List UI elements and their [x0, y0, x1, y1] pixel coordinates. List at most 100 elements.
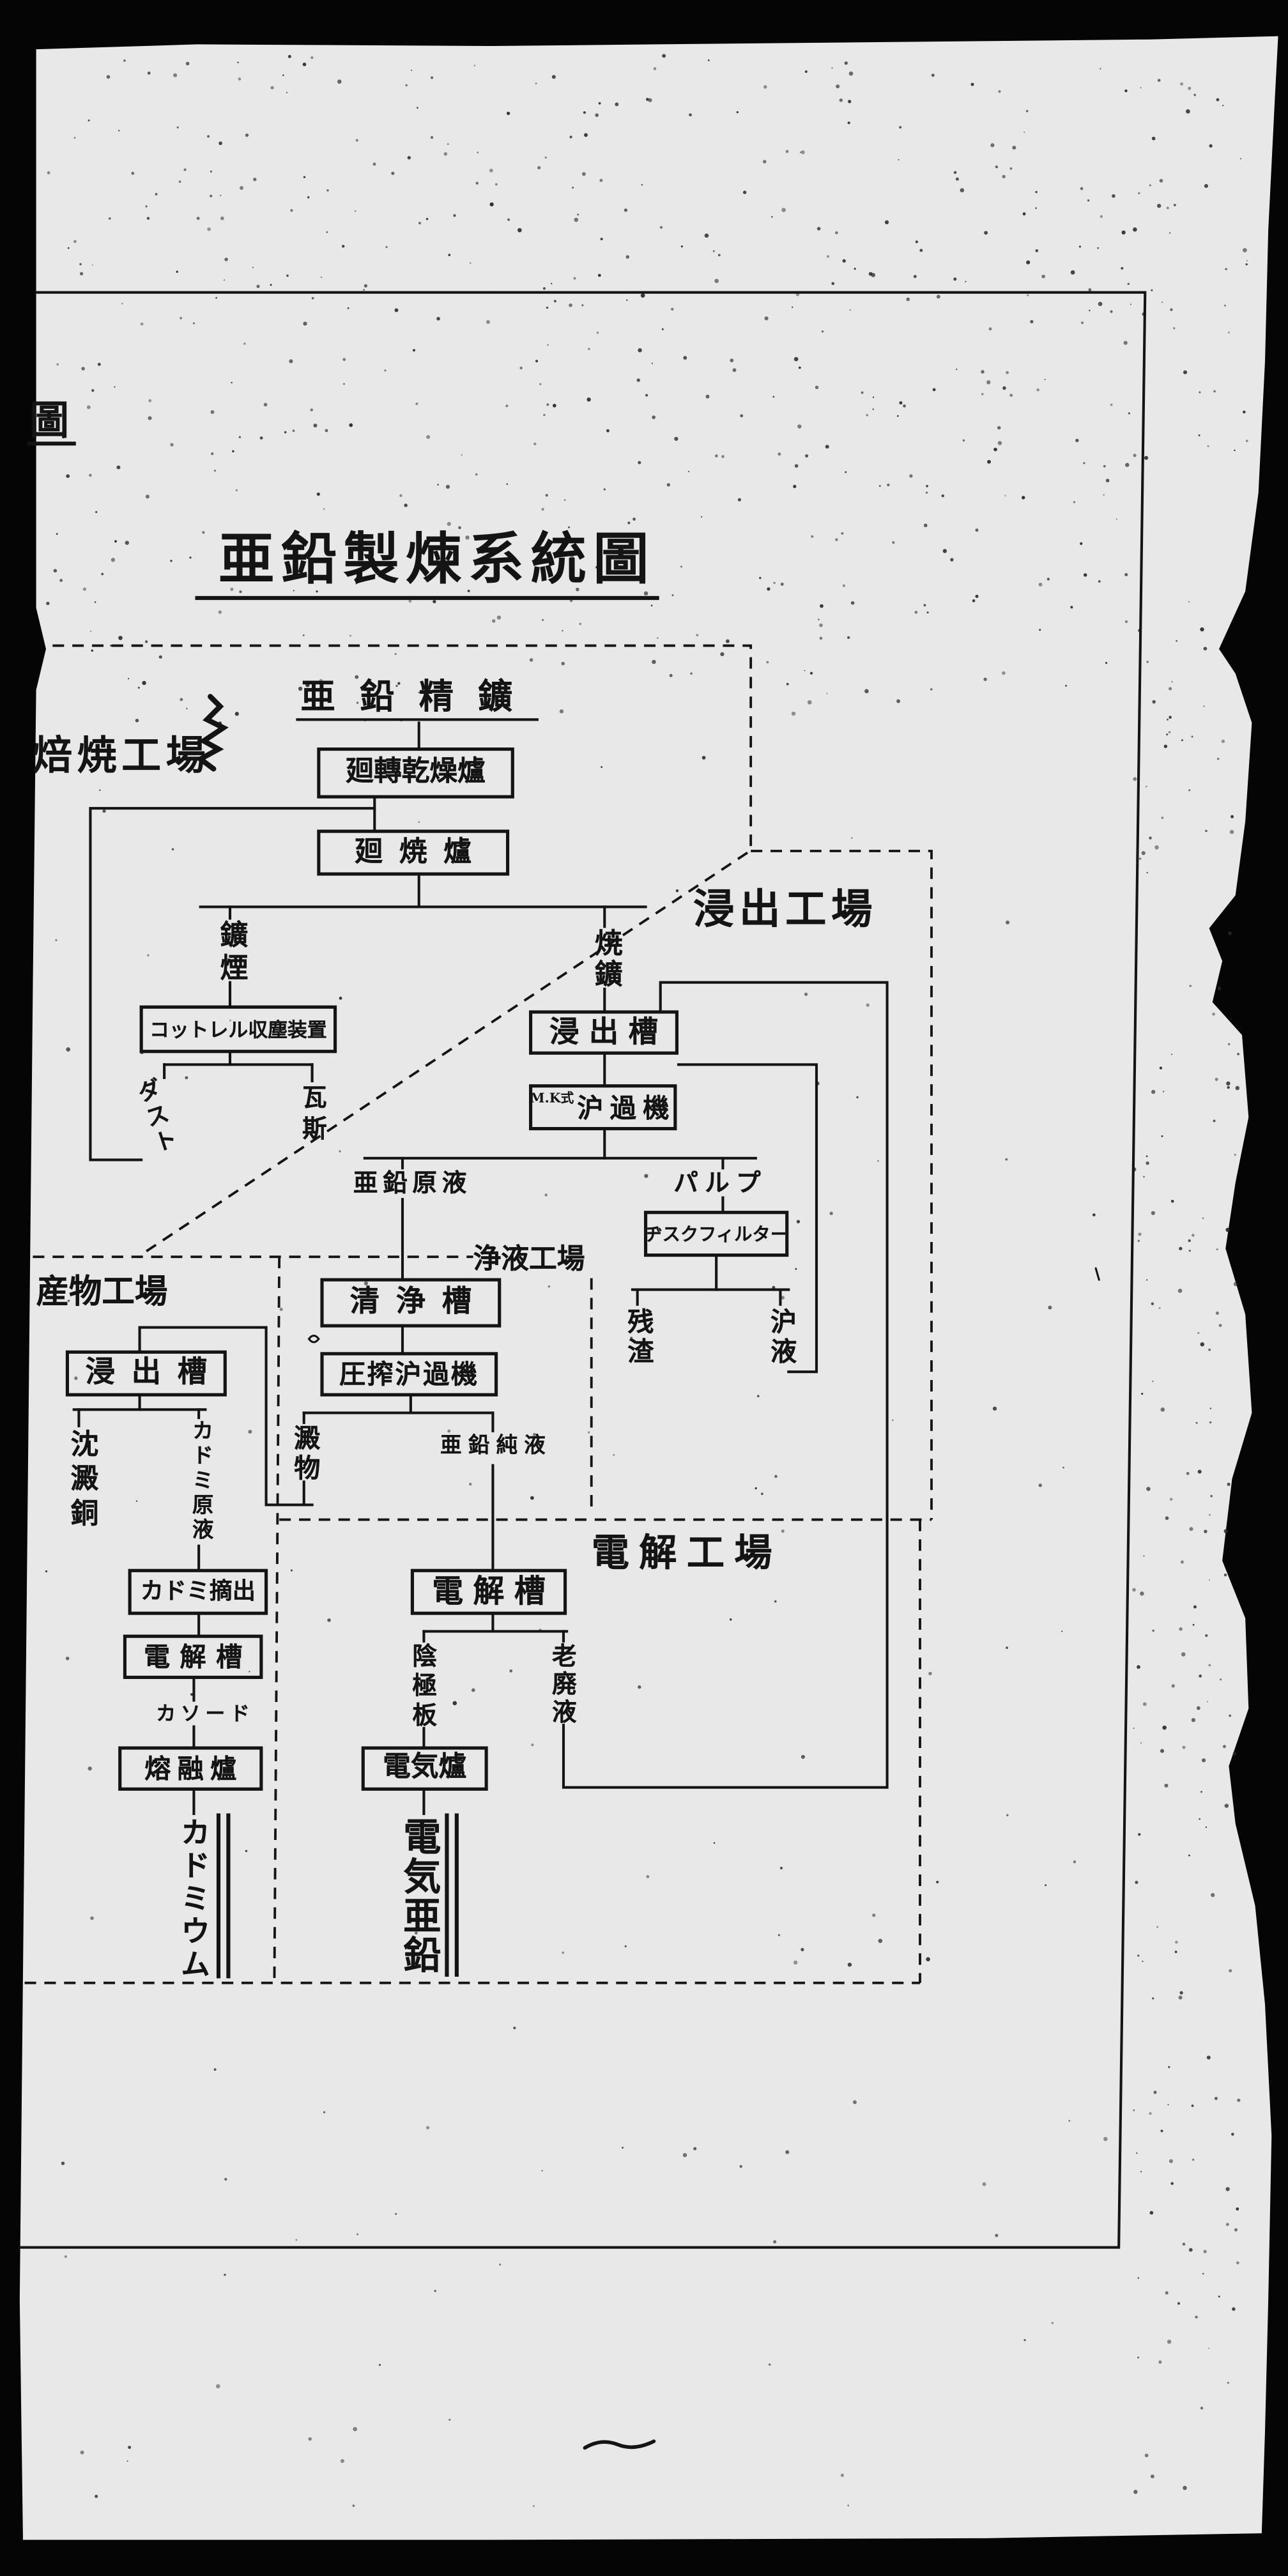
speckle [56, 363, 59, 366]
speckle [896, 415, 899, 417]
speckle [804, 670, 806, 671]
speckle [848, 71, 854, 76]
speckle [819, 623, 823, 627]
speckle [114, 386, 116, 388]
speckle [1215, 1077, 1218, 1081]
speckle [930, 688, 933, 691]
speckle [1023, 131, 1025, 134]
speckle [872, 396, 875, 398]
speckle [270, 284, 272, 286]
speckle [572, 187, 574, 189]
spent-electrolyte-label: 老廃液 [548, 1643, 579, 1727]
speckle [1138, 1833, 1141, 1836]
speckle [80, 2450, 84, 2455]
speckle [793, 1960, 798, 1965]
speckle [581, 304, 584, 307]
speckle [325, 429, 328, 433]
speckle [1228, 931, 1232, 935]
speckle [67, 247, 70, 249]
speckle [1142, 1702, 1147, 1706]
speckle [975, 594, 979, 598]
speckle [914, 611, 918, 614]
speckle [541, 2170, 543, 2172]
speckle [1202, 1758, 1206, 1763]
speckle [1097, 247, 1100, 249]
speckle [588, 348, 590, 351]
speckle [715, 454, 718, 457]
speckle [1186, 1471, 1190, 1475]
speckle [1035, 190, 1038, 194]
speckle [1161, 302, 1163, 303]
speckle [551, 282, 553, 285]
speckle [615, 102, 619, 107]
speckle [603, 488, 606, 491]
speckle [801, 150, 805, 155]
speckle [763, 85, 767, 89]
speckle [1151, 1302, 1154, 1305]
speckle [909, 474, 913, 478]
speckle [1121, 230, 1126, 234]
speckle [1174, 1951, 1177, 1953]
speckle [795, 921, 798, 923]
speckle [1165, 2291, 1169, 2295]
speckle [1197, 1469, 1202, 1474]
speckle [1160, 1407, 1165, 1412]
speckle [101, 572, 104, 576]
speckle [847, 1962, 852, 1967]
purifying-tank-box: 清浄槽 [320, 1278, 502, 1328]
speckle [62, 435, 65, 439]
speckle [721, 455, 724, 458]
speckle [1137, 1239, 1140, 1242]
mk-filter-label: 沪過機 [577, 1092, 676, 1124]
speckle [425, 2126, 430, 2129]
speckle [1002, 174, 1006, 179]
speckle [1038, 1483, 1042, 1487]
speckle [170, 560, 172, 562]
speckle [1246, 260, 1248, 262]
speckle [1188, 2248, 1193, 2252]
speckle [1223, 1574, 1227, 1577]
speckle [207, 227, 211, 231]
speckle [742, 190, 747, 194]
speckle [310, 56, 314, 59]
speckle [1152, 700, 1156, 704]
speckle [1138, 1232, 1142, 1236]
speckle [411, 69, 413, 72]
speckle [102, 809, 106, 813]
speckle [872, 1913, 876, 1917]
speckle [819, 636, 823, 640]
speckle [185, 61, 190, 66]
speckle [821, 330, 824, 333]
speckle [202, 531, 205, 534]
speckle [1171, 1684, 1175, 1688]
speckle [253, 178, 257, 181]
speckle [378, 574, 381, 578]
speckle [1005, 1158, 1008, 1161]
speckle [391, 171, 395, 175]
speckle [53, 569, 57, 573]
speckle [1081, 321, 1084, 325]
speckle [562, 1951, 565, 1954]
speckle [781, 1529, 785, 1533]
speckle [849, 309, 851, 311]
speckle [506, 483, 509, 486]
speckle [1217, 986, 1222, 990]
speckle [1041, 274, 1045, 279]
speckle [1230, 1018, 1232, 1020]
speckle [426, 434, 431, 440]
speckle [847, 121, 850, 125]
speckle [712, 250, 715, 252]
speckle [319, 678, 323, 683]
leach-filtrate-line [677, 1063, 818, 1374]
speckle [323, 508, 325, 510]
speckle [1199, 391, 1201, 394]
speckle [1224, 1804, 1229, 1808]
speckle [877, 1160, 879, 1162]
speckle [730, 358, 734, 363]
speckle [245, 1850, 248, 1852]
speckle [892, 541, 895, 544]
speckle [942, 549, 947, 553]
speckle [145, 205, 148, 208]
speckle [145, 640, 148, 643]
